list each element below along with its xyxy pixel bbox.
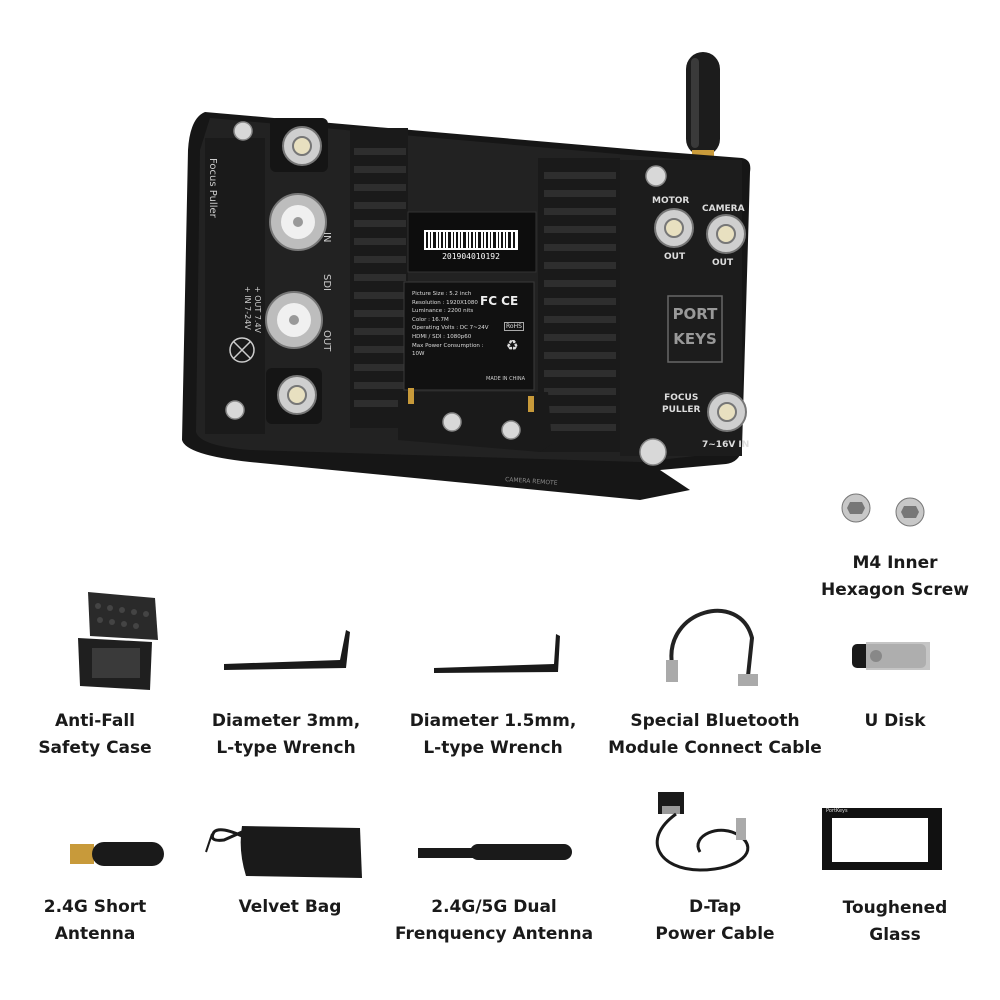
spec-line: HDMI / SDI : 1080p60 — [412, 333, 472, 340]
wrench-1.5mm-icon — [434, 634, 560, 673]
label-dual-antenna: 2.4G/5G Dual Frenquency Antenna — [394, 897, 594, 944]
focus-line1: FOCUS — [664, 393, 699, 403]
safety-case-icon — [78, 592, 158, 690]
label-wrench-1.5mm: Diameter 1.5mm, L-type Wrench — [409, 711, 577, 758]
camera-label: CAMERA — [702, 204, 745, 214]
bt-cable-icon — [666, 609, 758, 686]
spec-plate: Picture Size : 5.2 inch Resolution : 192… — [412, 290, 492, 359]
spec-line: Luminance : 2200 nits — [412, 308, 474, 315]
label-velvet-bag: Velvet Bag — [238, 897, 342, 917]
spec-line: Operating Volts : DC 7~24V — [412, 325, 489, 332]
label-bt-cable: Special Bluetooth Module Connect Cable — [608, 711, 822, 758]
u-disk-icon — [852, 642, 930, 670]
motor-label: MOTOR — [652, 196, 690, 206]
label-screw: M4 Inner Hexagon Screw — [820, 553, 969, 600]
label-safety-case: Anti-Fall Safety Case — [38, 711, 152, 758]
spec-line: Resolution : 1920X1080 — [412, 299, 478, 306]
barcode-number: 201904010192 — [442, 252, 500, 261]
focus-line2: PULLER — [662, 405, 701, 415]
label-toughened-glass: Toughened Glass — [842, 898, 948, 945]
rohs-mark: RoHS — [504, 322, 524, 331]
label-dtap-cable: D-Tap Power Cable — [655, 897, 775, 944]
camera-out-label: OUT — [712, 258, 734, 268]
brand-logo: PORT KEYS — [668, 302, 722, 352]
label-u-disk: U Disk — [864, 711, 926, 731]
screw-icon — [841, 493, 925, 527]
recycle-icon: ♻ — [506, 338, 519, 354]
voltage-in-label: 7~16V IN — [702, 440, 750, 450]
focus-puller-label: FOCUS PULLER — [662, 392, 700, 416]
glass-logo: PortKeys — [826, 808, 848, 814]
motor-out-label: OUT — [664, 252, 686, 262]
toughened-glass-icon — [822, 808, 942, 870]
spec-line: Max Power Consumption : 10W — [412, 342, 484, 358]
label-short-antenna: 2.4G Short Antenna — [43, 897, 147, 944]
dual-antenna-icon — [418, 844, 572, 860]
made-in-text: MADE IN CHINA — [486, 376, 526, 382]
brand-line1: PORT — [672, 305, 718, 323]
velvet-bag-icon — [205, 826, 362, 878]
label-wrench-3mm: Diameter 3mm, L-type Wrench — [211, 711, 361, 758]
brand-line2: KEYS — [673, 330, 717, 348]
spec-line: Color : 16.7M — [412, 316, 449, 323]
wrench-3mm-icon — [224, 630, 350, 670]
dtap-cable-icon — [655, 792, 750, 872]
short-antenna-icon — [70, 842, 164, 866]
fc-ce-mark: FC CE — [480, 294, 519, 308]
spec-line: Picture Size : 5.2 inch — [412, 291, 472, 297]
